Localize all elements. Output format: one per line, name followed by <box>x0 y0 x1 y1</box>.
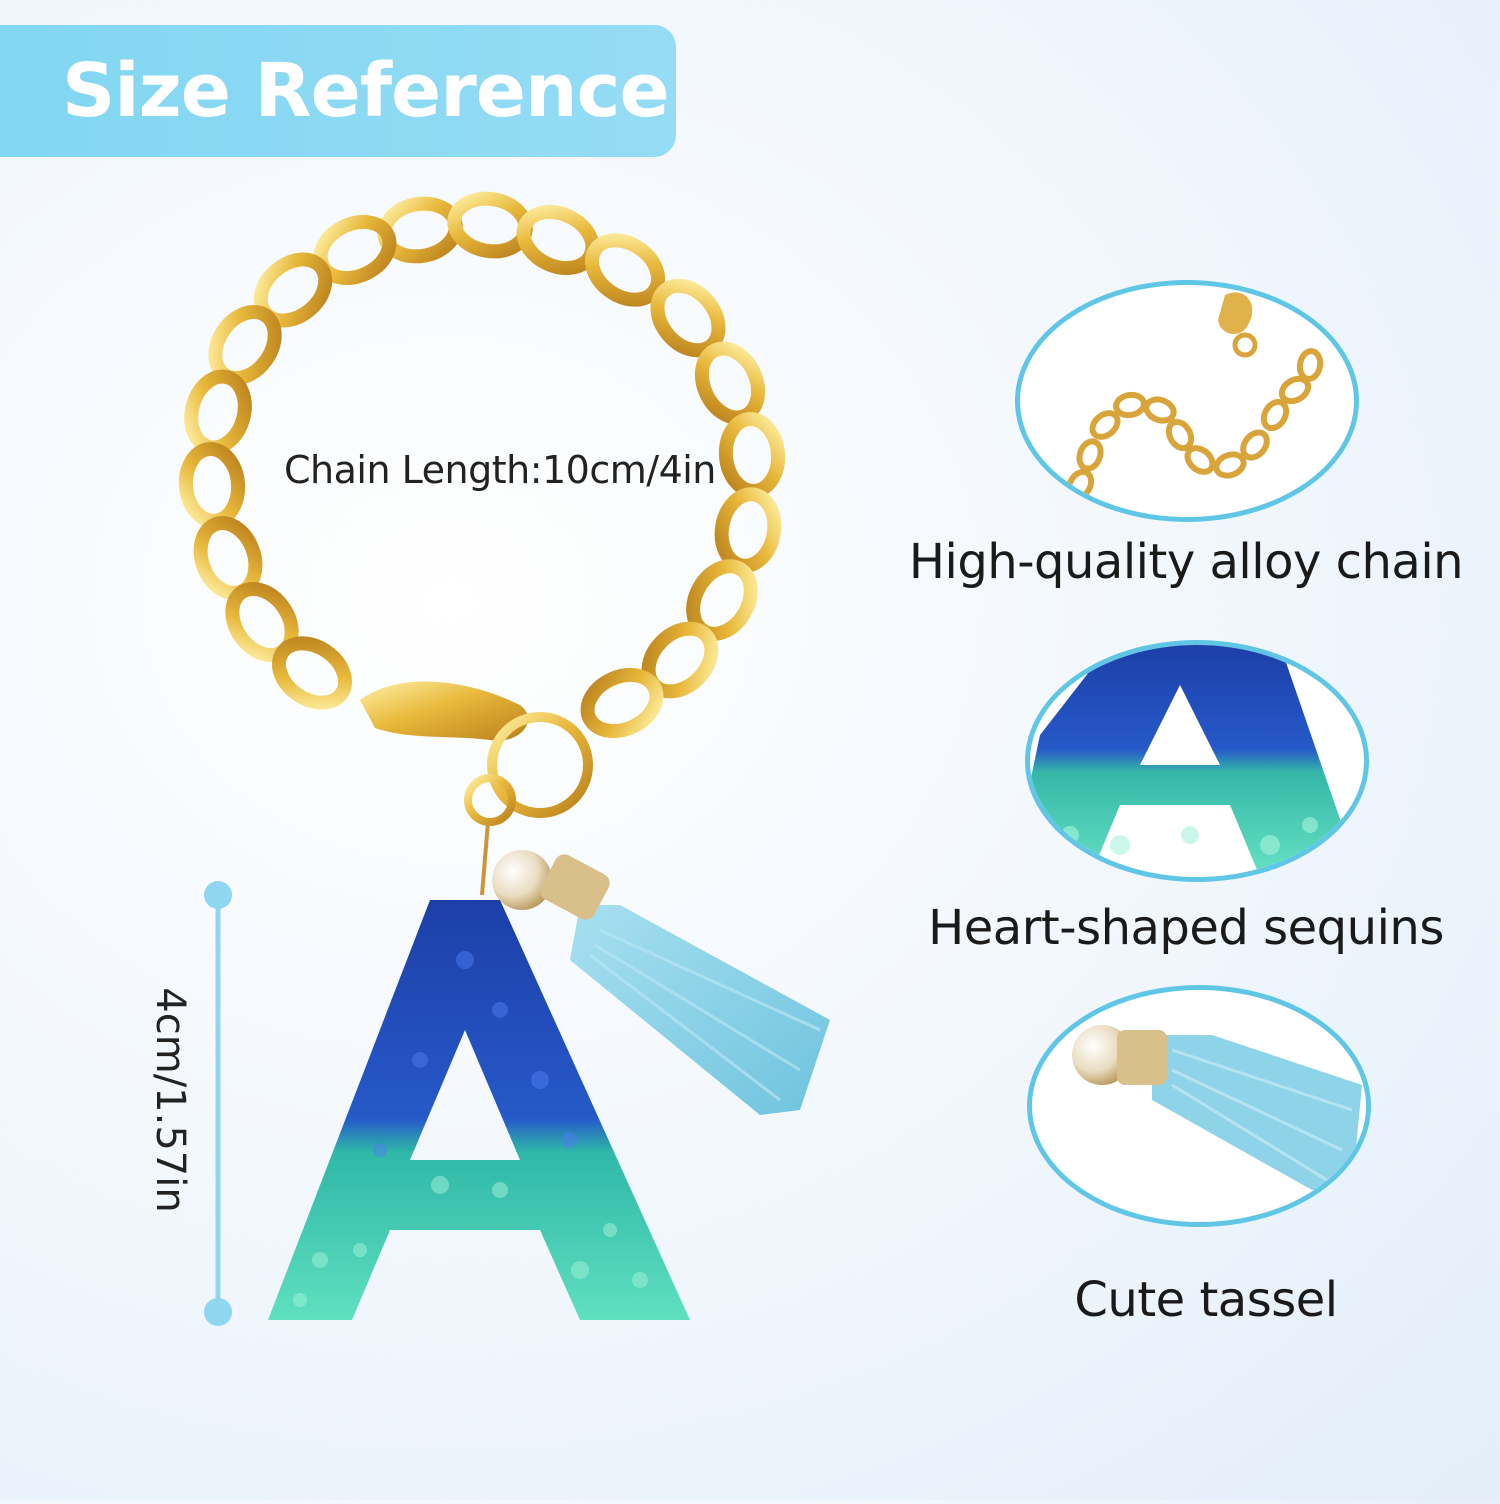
gold-chain <box>178 191 786 739</box>
chain-detail-circle <box>1015 280 1359 522</box>
sequin-letter-icon <box>1030 645 1360 877</box>
height-measure-line <box>204 881 232 1326</box>
tassel-detail-circle <box>1027 985 1371 1227</box>
chain-caption: High-quality alloy chain <box>908 534 1464 590</box>
tassel-icon <box>1072 1025 1362 1190</box>
lobster-clasp <box>360 681 593 896</box>
size-reference-banner: Size Reference <box>0 25 676 157</box>
sequin-detail-circle <box>1025 640 1369 882</box>
letter-a-charm <box>268 900 690 1320</box>
banner-title: Size Reference <box>62 48 670 134</box>
chain-detail-icon <box>1065 292 1324 502</box>
height-label: 4cm/1.57in <box>147 987 193 1213</box>
sequins-caption: Heart-shaped sequins <box>928 900 1444 956</box>
tassel <box>492 850 830 1115</box>
keychain-illustration <box>178 191 830 1326</box>
chain-length-label: Chain Length:10cm/4in <box>284 448 716 492</box>
product-image: Chain Length:10cm/4in 4cm/1.57in <box>147 191 830 1326</box>
tassel-caption: Cute tassel <box>1074 1272 1338 1328</box>
